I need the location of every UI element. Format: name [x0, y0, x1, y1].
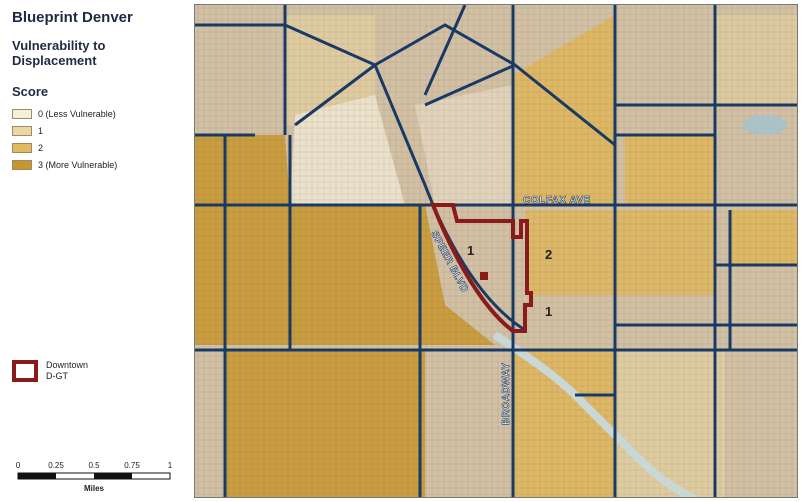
district-parcel — [480, 272, 488, 280]
score-3-swatch — [12, 160, 32, 170]
legend-subtitle: Vulnerability to Displacement — [12, 38, 106, 68]
scale-tick-label: 0.25 — [48, 461, 64, 470]
scale-tick-label: 0.75 — [124, 461, 140, 470]
score-1-label: 1 — [38, 126, 44, 136]
district-label-line1: Downtown — [46, 360, 89, 370]
score-0-swatch — [12, 109, 32, 119]
map-view[interactable]: COLFAX AVE SPEER BLVD BROADWAY 1 2 1 — [194, 4, 798, 498]
score-3-label: 3 (More Vulnerable) — [38, 160, 118, 170]
score-heading: Score — [12, 84, 49, 99]
score-1-swatch — [12, 126, 32, 136]
district-label-line2: D-GT — [46, 371, 68, 381]
street-label-colfax: COLFAX AVE — [523, 195, 591, 206]
legend-item-score-1: 1 — [12, 125, 43, 137]
street-label-broadway: BROADWAY — [501, 362, 512, 425]
river — [492, 331, 697, 497]
score-2-label: 2 — [38, 143, 44, 153]
legend-item-score-2: 2 — [12, 142, 43, 154]
district-swatch — [12, 360, 38, 382]
scale-units: Miles — [84, 484, 105, 493]
legend-item-score-0: 0 (Less Vulnerable) — [12, 108, 116, 120]
legend-title: Blueprint Denver — [12, 9, 133, 26]
legend-item-district: Downtown D-GT — [12, 360, 88, 382]
score-label-southeast: 1 — [545, 304, 552, 319]
score-2-swatch — [12, 143, 32, 153]
map-canvas[interactable]: COLFAX AVE SPEER BLVD BROADWAY 1 2 1 — [195, 5, 798, 498]
legend-panel: Blueprint Denver Vulnerability to Displa… — [0, 0, 192, 502]
lake — [743, 115, 787, 135]
score-label-district: 1 — [467, 243, 474, 258]
score-label-east: 2 — [545, 247, 552, 262]
legend-item-score-3: 3 (More Vulnerable) — [12, 159, 117, 171]
district-boundary — [430, 203, 533, 333]
scale-tick-label: 1 — [168, 461, 173, 470]
scale-bar: 0 0.25 0.5 0.75 1 Miles — [16, 461, 173, 493]
score-0-label: 0 (Less Vulnerable) — [38, 109, 116, 119]
road-network — [195, 5, 797, 497]
scale-tick-label: 0 — [16, 461, 21, 470]
scale-tick-label: 0.5 — [88, 461, 100, 470]
